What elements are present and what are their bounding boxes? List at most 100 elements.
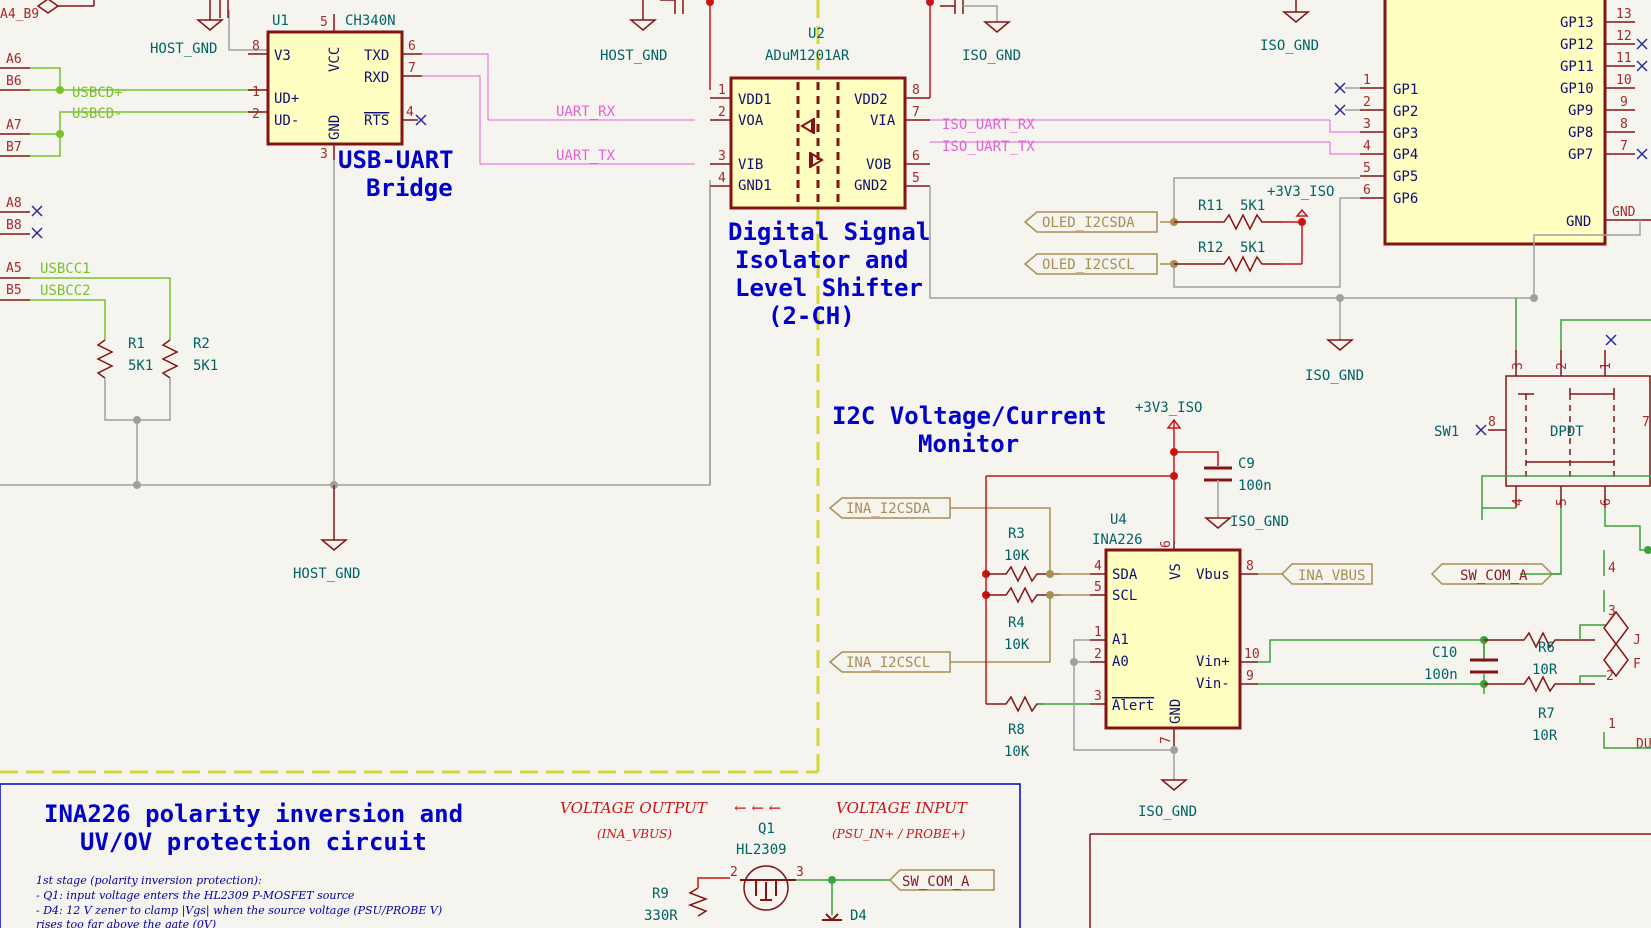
svg-text:- D4: 12 V zener to clamp |Vgs: - D4: 12 V zener to clamp |Vgs| when the… [36, 904, 442, 918]
net-usbcc2: USBCC2 [40, 283, 91, 299]
svg-text:7: 7 [408, 61, 416, 76]
svg-text:GND2: GND2 [854, 178, 888, 194]
svg-text:12: 12 [1616, 29, 1632, 44]
label-ina-vbus: INA_VBUS [1298, 568, 1365, 584]
svg-text:ISO_GND: ISO_GND [1230, 514, 1289, 530]
svg-text:10R: 10R [1532, 662, 1558, 678]
svg-text:5K1: 5K1 [1240, 198, 1265, 214]
svg-text:3: 3 [718, 149, 726, 164]
svg-text:5K1: 5K1 [128, 358, 153, 374]
svg-text:R6: R6 [1538, 640, 1555, 656]
svg-text:6: 6 [1363, 183, 1371, 198]
svg-text:TXD: TXD [364, 48, 389, 64]
svg-text:7: 7 [1642, 415, 1650, 430]
title-isolator-2: Isolator and [735, 246, 908, 274]
svg-text:4: 4 [1094, 559, 1102, 574]
svg-text:GND: GND [1168, 699, 1184, 724]
svg-text:5: 5 [1094, 580, 1102, 595]
svg-text:5: 5 [912, 171, 920, 186]
svg-text:Q1: Q1 [758, 821, 775, 837]
label-sw-com-a: SW_COM_A [1460, 568, 1528, 584]
svg-text:10K: 10K [1004, 637, 1030, 653]
svg-text:VOB: VOB [866, 157, 891, 173]
svg-text:5K1: 5K1 [193, 358, 218, 374]
svg-text:8: 8 [252, 39, 260, 54]
label-ina-i2cscl: INA_I2CSCL [846, 655, 930, 671]
svg-text:J: J [1633, 633, 1641, 648]
ic-u2-adum1201: U2 ADuM1201AR VDD1 VOA VIB GND1 VDD2 VIA… [709, 0, 1534, 485]
svg-text:UD+: UD+ [274, 91, 299, 107]
protection-box: INA226 polarity inversion and UV/OV prot… [0, 783, 1021, 928]
svg-text:GP1: GP1 [1393, 82, 1418, 98]
svg-text:GP2: GP2 [1393, 104, 1418, 120]
title-usb-uart-2: Bridge [366, 174, 453, 202]
usb-pin-a8: A8 [6, 196, 22, 211]
svg-text:ISO_UART_TX: ISO_UART_TX [942, 139, 1035, 155]
svg-text:SCL: SCL [1112, 588, 1137, 604]
ina226-sense: INA_VBUS C10 100n R6 10R R7 10R SW_COM_A… [1258, 546, 1651, 752]
svg-text:6: 6 [1599, 498, 1614, 506]
usb-pin-a4b9: A4_B9 [0, 7, 39, 22]
svg-text:R4: R4 [1008, 615, 1025, 631]
svg-text:R11: R11 [1198, 198, 1223, 214]
svg-text:7: 7 [1159, 736, 1174, 744]
svg-text:3: 3 [1094, 689, 1102, 704]
svg-text:4: 4 [718, 171, 726, 186]
svg-text:GND: GND [327, 115, 343, 140]
svg-text:2: 2 [718, 105, 726, 120]
svg-text:+3V3_ISO: +3V3_ISO [1267, 184, 1334, 200]
svg-text:1: 1 [1608, 717, 1616, 732]
svg-text:2: 2 [1363, 95, 1371, 110]
svg-text:100n: 100n [1238, 478, 1272, 494]
svg-text:R8: R8 [1008, 722, 1025, 738]
label-oled-i2cscl: OLED_I2CSCL [1042, 257, 1135, 273]
svg-text:R2: R2 [193, 336, 210, 352]
resistor-r1: R1 5K1 [96, 336, 153, 379]
svg-text:HL2309: HL2309 [736, 842, 787, 858]
svg-text:13: 13 [1616, 7, 1632, 22]
svg-text:8: 8 [1246, 559, 1254, 574]
svg-text:GP12: GP12 [1560, 37, 1594, 53]
resistor-r2: R2 5K1 [161, 336, 218, 379]
usb-pin-b8: B8 [6, 218, 22, 233]
svg-text:2: 2 [252, 107, 260, 122]
svg-text:SDA: SDA [1112, 567, 1138, 583]
svg-text:6: 6 [912, 149, 920, 164]
title-isolator-1: Digital Signal [728, 218, 930, 246]
usb-pin-a7: A7 [6, 118, 22, 133]
svg-text:5: 5 [320, 15, 328, 30]
svg-text:+3V3_ISO: +3V3_ISO [1135, 400, 1202, 416]
uart-wires: UART_RX UART_TX ISO_UART_RX ISO_UART_TX [422, 53, 1360, 165]
svg-text:8: 8 [1488, 415, 1496, 430]
svg-text:5: 5 [1363, 161, 1371, 176]
svg-text:VOLTAGE INPUT: VOLTAGE INPUT [836, 799, 968, 817]
svg-text:5: 5 [1555, 498, 1570, 506]
svg-text:7: 7 [912, 105, 920, 120]
svg-text:330R: 330R [644, 908, 678, 924]
svg-text:6: 6 [1159, 540, 1174, 548]
svg-text:11: 11 [1616, 51, 1632, 66]
ic-u1-ch340n: U1 CH340N V3 UD+ UD- TXD RXD RTS VCC GND… [248, 13, 427, 485]
svg-text:UD-: UD- [274, 113, 299, 129]
svg-text:VOA: VOA [738, 113, 764, 129]
svg-text:GP9: GP9 [1568, 103, 1593, 119]
svg-text:GP4: GP4 [1393, 147, 1418, 163]
svg-text:9: 9 [1246, 669, 1254, 684]
svg-text:ISO_GND: ISO_GND [962, 48, 1021, 64]
svg-text:R7: R7 [1538, 706, 1555, 722]
svg-text:R1: R1 [128, 336, 145, 352]
svg-text:VCC: VCC [327, 47, 343, 72]
svg-text:V3: V3 [274, 48, 291, 64]
svg-text:DU: DU [1636, 737, 1651, 752]
svg-text:9: 9 [1620, 95, 1628, 110]
svg-text:GND: GND [1612, 205, 1636, 220]
title-i2c-monitor-1: I2C Voltage/Current [832, 402, 1107, 430]
usb-pin-b5: B5 [6, 283, 22, 298]
svg-text:2: 2 [730, 865, 738, 880]
svg-text:10: 10 [1244, 647, 1260, 662]
svg-text:3: 3 [320, 147, 328, 162]
iso-gnd-top: ISO_GND ISO_GND [940, 0, 1319, 64]
section-borders [0, 0, 820, 774]
svg-text:4: 4 [1511, 498, 1526, 506]
svg-text:GND1: GND1 [738, 178, 772, 194]
